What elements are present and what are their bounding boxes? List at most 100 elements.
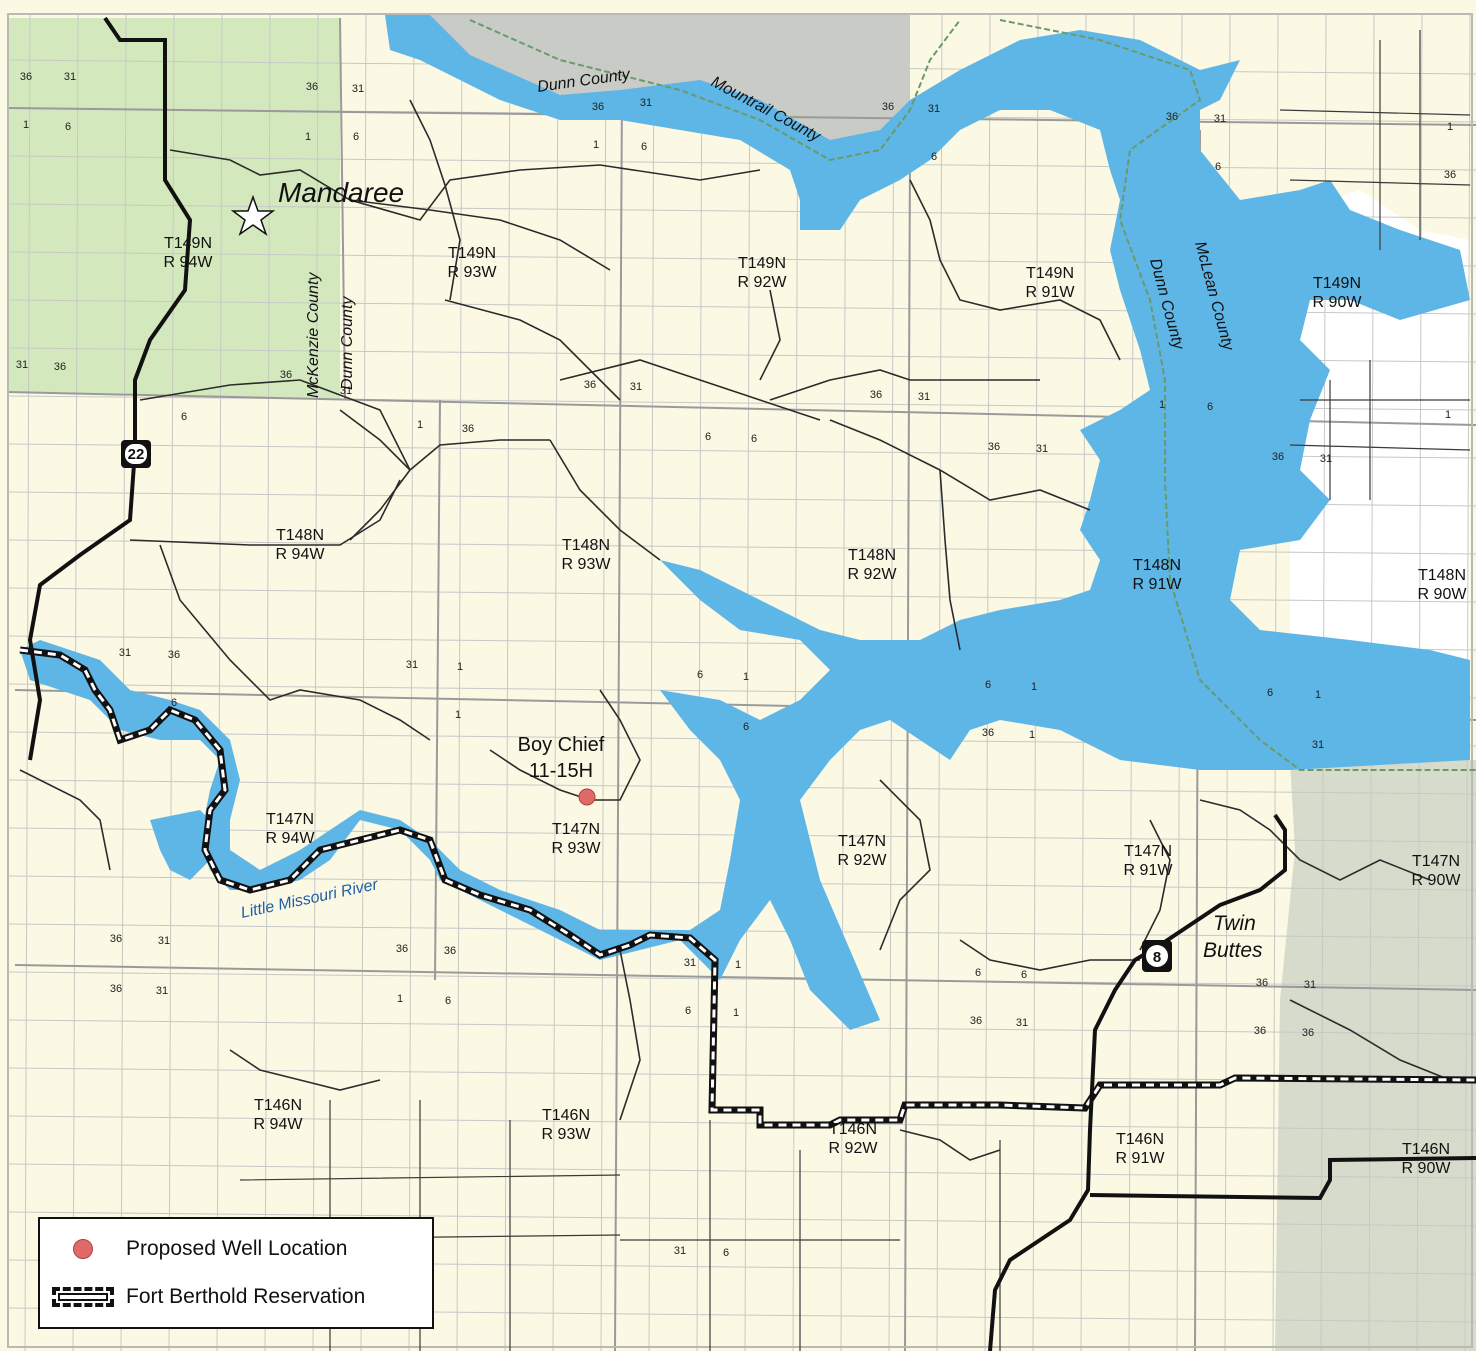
well-name-line1: Boy Chief <box>518 734 605 756</box>
county-boundary-lines <box>469 19 1476 771</box>
dunn-county-label-west: Dunn County <box>339 296 356 390</box>
township-label-r: R 93W <box>562 556 612 573</box>
section-number: 6 <box>931 151 937 163</box>
township-label-r: R 94W <box>266 830 316 847</box>
section-number: 1 <box>455 709 461 721</box>
section-number: 6 <box>445 995 451 1007</box>
township-label-t: T149N <box>448 245 496 262</box>
section-number: 6 <box>641 141 647 153</box>
section-number: 31 <box>1320 453 1332 465</box>
section-number: 1 <box>1447 121 1453 133</box>
section-number: 6 <box>685 1005 691 1017</box>
township-label-r: R 94W <box>164 254 214 271</box>
township-label-r: R 90W <box>1313 294 1363 311</box>
township-label-t: T146N <box>254 1097 302 1114</box>
section-number: 1 <box>593 139 599 151</box>
township-label-t: T146N <box>542 1107 590 1124</box>
section-number: 36 <box>870 389 882 401</box>
reservation-boundary <box>19 646 1476 1129</box>
section-number: 36 <box>584 379 596 391</box>
section-number: 6 <box>697 669 703 681</box>
township-label-r: R 93W <box>542 1126 592 1143</box>
mandaree-label: Mandaree <box>278 177 404 208</box>
section-number: 6 <box>353 131 359 143</box>
highway-8-shield: 8 <box>1142 940 1172 972</box>
section-number: 31 <box>1214 113 1226 125</box>
section-number: 36 <box>396 943 408 955</box>
township-label-t: T147N <box>266 811 314 828</box>
section-number: 6 <box>975 967 981 979</box>
section-number: 6 <box>985 679 991 691</box>
section-number: 1 <box>1159 399 1165 411</box>
map-legend: Proposed Well Location Fort Berthold Res… <box>38 1217 434 1329</box>
section-number: 1 <box>1031 681 1037 693</box>
highway-22-shield: 22 <box>121 440 151 468</box>
township-label-r: R 91W <box>1026 284 1076 301</box>
township-label-r: R 92W <box>838 852 888 869</box>
section-number: 31 <box>1304 979 1316 991</box>
section-number: 6 <box>723 1247 729 1259</box>
section-number: 36 <box>988 441 1000 453</box>
section-number: 31 <box>1036 443 1048 455</box>
section-number: 31 <box>640 97 652 109</box>
township-label-t: T147N <box>1124 843 1172 860</box>
section-number: 6 <box>1207 401 1213 413</box>
township-label-t: T147N <box>552 821 600 838</box>
section-number: 1 <box>397 993 403 1005</box>
twin-buttes-label-line1: Twin <box>1213 912 1256 935</box>
township-label-r: R 92W <box>848 566 898 583</box>
section-number: 31 <box>64 71 76 83</box>
section-number: 36 <box>1256 977 1268 989</box>
twin-buttes-label-line2: Buttes <box>1203 939 1263 962</box>
township-label-t: T148N <box>562 537 610 554</box>
section-number: 36 <box>168 649 180 661</box>
section-number: 6 <box>65 121 71 133</box>
section-number: 36 <box>882 101 894 113</box>
section-number: 36 <box>444 945 456 957</box>
mandaree-star-icon <box>230 194 276 236</box>
section-number: 36 <box>110 983 122 995</box>
section-number: 1 <box>305 131 311 143</box>
proposed-well-marker <box>578 788 596 806</box>
township-label-r: R 93W <box>552 840 602 857</box>
mckenzie-county-area <box>8 18 340 400</box>
section-number: 31 <box>918 391 930 403</box>
section-number: 1 <box>457 661 463 673</box>
section-number: 31 <box>158 935 170 947</box>
section-number: 31 <box>16 359 28 371</box>
section-number: 31 <box>1016 1017 1028 1029</box>
section-number: 1 <box>1029 729 1035 741</box>
township-label-t: T149N <box>1026 265 1074 282</box>
section-number: 6 <box>751 433 757 445</box>
township-label-t: T148N <box>276 527 324 544</box>
lake-sakakawea <box>20 15 1470 1030</box>
section-number: 31 <box>1312 739 1324 751</box>
section-number: 36 <box>54 361 66 373</box>
legend-reservation-line-icon <box>40 1287 126 1307</box>
section-number: 36 <box>1302 1027 1314 1039</box>
section-number: 36 <box>20 71 32 83</box>
section-number: 6 <box>1267 687 1273 699</box>
section-number: 1 <box>735 959 741 971</box>
section-number: 1 <box>1445 409 1451 421</box>
section-number: 36 <box>110 933 122 945</box>
legend-well-dot-icon <box>40 1239 126 1259</box>
highways <box>27 16 1476 1351</box>
section-number: 31 <box>156 985 168 997</box>
section-number: 6 <box>743 721 749 733</box>
section-number: 6 <box>181 411 187 423</box>
township-label-r: R 92W <box>738 274 788 291</box>
township-label-t: T149N <box>1313 275 1361 292</box>
section-number: 31 <box>630 381 642 393</box>
section-number: 31 <box>340 385 352 397</box>
section-number: 31 <box>352 83 364 95</box>
township-label-r: R 91W <box>1116 1150 1166 1167</box>
township-label-r: R 91W <box>1133 576 1183 593</box>
legend-reservation-row: Fort Berthold Reservation <box>40 1285 365 1309</box>
outside-reservation-area <box>1275 760 1476 1351</box>
township-label-t: T148N <box>1418 567 1466 584</box>
township-label-r: R 91W <box>1124 862 1174 879</box>
road-network <box>19 99 1451 1161</box>
